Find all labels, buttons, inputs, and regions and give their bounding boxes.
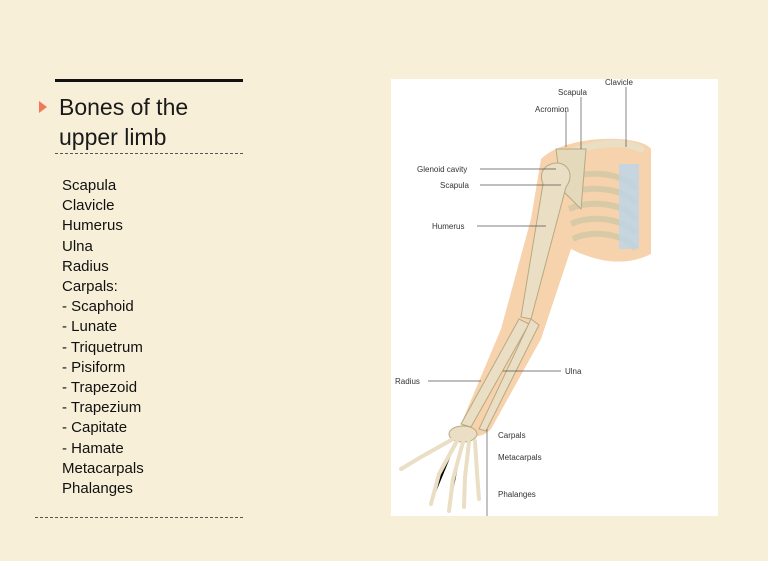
label-phalanges: Phalanges (498, 490, 536, 499)
bone-list-item: Clavicle (62, 197, 115, 215)
title-rule (55, 79, 243, 82)
bone-list-item: Carpals: (62, 278, 118, 296)
dashed-divider-top (55, 153, 243, 154)
arm-illustration (399, 138, 651, 513)
label-scapula: Scapula (440, 181, 469, 190)
bone-list-item: - Trapezoid (62, 379, 138, 397)
label-humerus: Humerus (432, 222, 464, 231)
bone-list-item: Scapula (62, 177, 117, 194)
bone-list-item: - Capitate (62, 419, 128, 437)
label-metacarpals: Metacarpals (498, 453, 542, 462)
bone-list-item: Ulna (62, 237, 93, 255)
bone-list-item: Humerus (62, 217, 123, 235)
dashed-divider-bottom (35, 517, 243, 518)
label-ulna: Ulna (565, 367, 582, 376)
bone-list-item: - Hamate (62, 439, 124, 457)
bullet-icon (39, 101, 47, 113)
bone-list-item: Radius (62, 257, 109, 275)
label-carpals: Carpals (498, 431, 526, 440)
label-acromion: Acromion (535, 105, 569, 114)
bone-list-item: - Triquetrum (62, 338, 143, 356)
label-scapula-top: Scapula (558, 88, 587, 97)
bone-list-item: - Pisiform (62, 358, 126, 376)
bone-list-item: - Trapezium (62, 399, 142, 417)
bone-list-item: - Scaphoid (62, 298, 134, 316)
bone-list-item: - Lunate (62, 318, 118, 336)
bone-list-item: Phalanges (62, 480, 133, 498)
label-radius: Radius (395, 377, 420, 386)
bone-list-item: Metacarpals (62, 459, 144, 477)
label-clavicle: Clavicle (605, 79, 634, 87)
leader-lines (428, 87, 627, 516)
slide-title: Bones of the upper limb (59, 94, 189, 150)
upper-limb-diagram: Clavicle Scapula Acromion Glenoid cavity… (391, 79, 718, 516)
label-glenoid-cavity: Glenoid cavity (417, 165, 467, 174)
